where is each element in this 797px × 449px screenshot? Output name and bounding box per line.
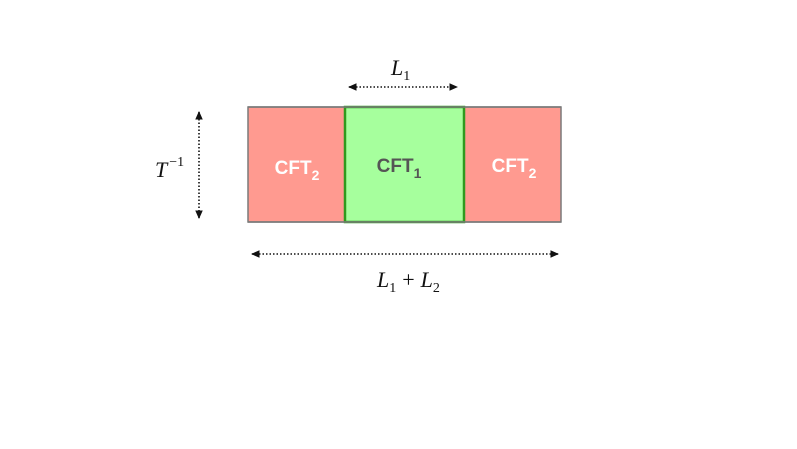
left-height-label: T−1 xyxy=(155,155,184,182)
right-cft2-label: CFT2 xyxy=(492,156,537,181)
left-cft2-region xyxy=(247,106,347,223)
bottom-width-label: L1+L2 xyxy=(376,267,440,296)
left-cft2-label: CFT2 xyxy=(275,158,320,183)
right-cft2-region xyxy=(462,106,562,223)
top-width-label: L1 xyxy=(390,55,410,84)
center-cft1-label: CFT1 xyxy=(377,156,422,181)
